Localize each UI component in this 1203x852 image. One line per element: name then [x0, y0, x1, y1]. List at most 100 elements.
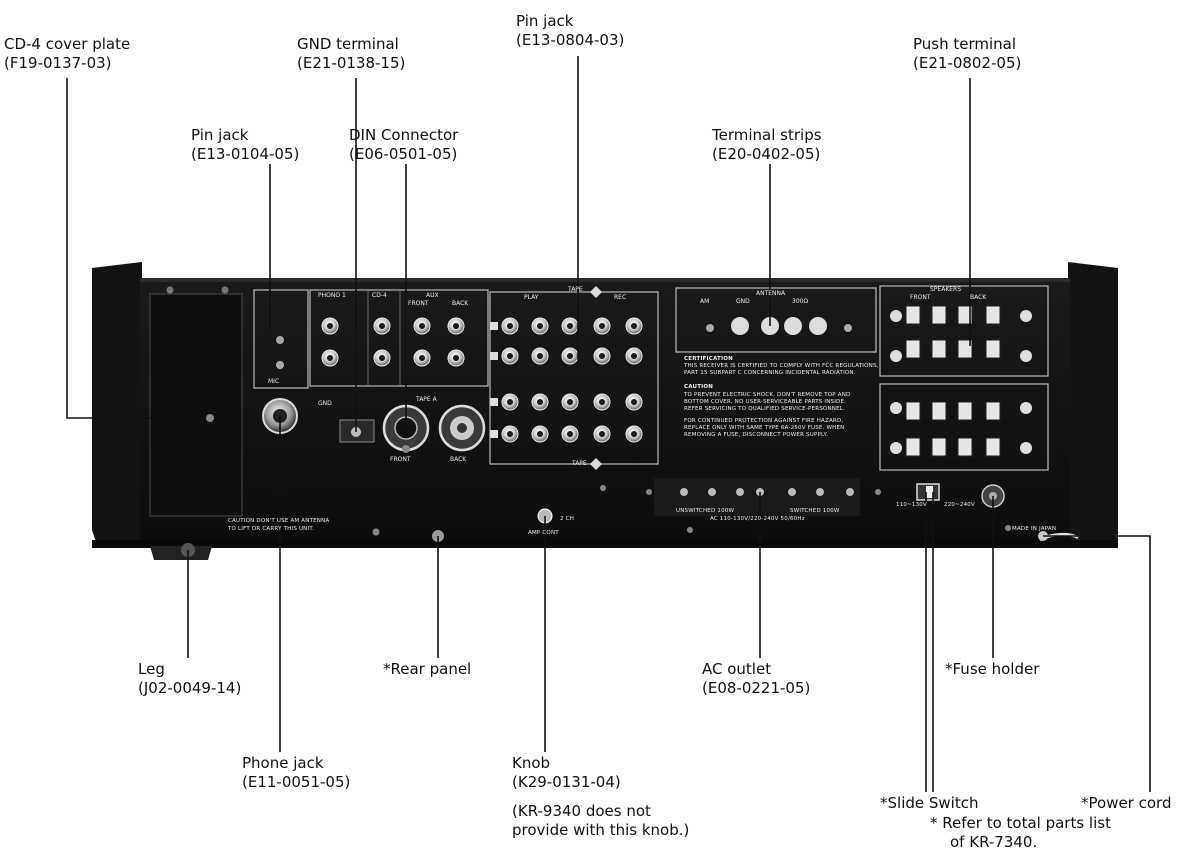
tape-pin-jack-hole: [630, 322, 638, 330]
speaker-push-terminal: [905, 305, 921, 325]
speaker-push-terminal: [931, 437, 947, 457]
tape-pin-jack-hole: [566, 430, 574, 438]
callout-push-terminal-name: Push terminal: [913, 35, 1017, 53]
callout-phone-jack: Phone jack (E11-0051-05): [242, 754, 350, 792]
speaker-post: [1020, 350, 1032, 362]
callout-cd4-cover: CD-4 cover plate (F19-0137-03): [4, 35, 130, 73]
callout-pin-jack-top-part: (E13-0804-03): [516, 31, 625, 49]
tape-pin-jack-hole: [536, 398, 544, 406]
tape-pin-jack-hole: [598, 352, 606, 360]
phono1-label: PHONO 1: [318, 292, 346, 299]
caution-line-3: REFER SERVICING TO QUALIFIED SERVICE-PER…: [684, 406, 845, 412]
aux-label: AUX: [426, 292, 439, 299]
speaker-push-terminals: [879, 285, 1049, 471]
sp-back-label: BACK: [970, 294, 987, 301]
ac-outlet-socket: [736, 488, 744, 496]
fire-line-2: REPLACE ONLY WITH SAME TYPE 6A-250V FUSE…: [684, 425, 845, 431]
callout-knob: Knob (K29-0131-04): [512, 754, 621, 792]
callout-din-connector-name: DIN Connector: [349, 126, 459, 144]
speaker-post: [890, 402, 902, 414]
callout-pin-jack-top-name: Pin jack: [516, 12, 574, 30]
callout-pin-jack-left-part: (E13-0104-05): [191, 145, 300, 163]
callout-push-terminal-part: (E21-0802-05): [913, 54, 1022, 72]
callout-phone-jack-part: (E11-0051-05): [242, 773, 351, 791]
callout-cd4-cover-part: (F19-0137-03): [4, 54, 112, 72]
callout-terminal-strips-name: Terminal strips: [712, 126, 822, 144]
phono-pin-jack-hole: [452, 354, 460, 362]
slide-switch-shape: [916, 483, 940, 501]
phono-pin-jack-hole: [418, 354, 426, 362]
callout-ac-outlet-name: AC outlet: [702, 660, 772, 678]
refer-note: * Refer to total parts list of KR-7340.: [930, 814, 1111, 852]
gnd-label: GND: [318, 400, 332, 407]
callout-knob-part: (K29-0131-04): [512, 773, 621, 791]
made-in-label: MADE IN JAPAN: [1012, 526, 1057, 532]
tape-pin-jack-hole: [506, 322, 514, 330]
speaker-push-terminal: [957, 305, 973, 325]
tape-bottom-label: TAPE: [572, 460, 587, 467]
callout-gnd-terminal: GND terminal (E21-0138-15): [297, 35, 405, 73]
tape-pin-jack-hole: [536, 322, 544, 330]
callout-leg-name: Leg: [138, 660, 165, 678]
tape-pin-jack-hole: [536, 352, 544, 360]
phono-pin-jack-hole: [418, 322, 426, 330]
callout-pin-jack-left: Pin jack (E13-0104-05): [191, 126, 299, 164]
cd4-label: CD-4: [372, 292, 387, 299]
knob-note-line-2: provide with this knob.): [512, 821, 690, 839]
cert-title: CERTIFICATION: [684, 356, 733, 362]
phono-pin-jack-hole: [378, 354, 386, 362]
ac-outlet-socket: [846, 488, 854, 496]
din-front-label: FRONT: [390, 456, 411, 463]
phono-pin-jack-hole: [378, 322, 386, 330]
fire-line-3: REMOVING A FUSE, DISCONNECT POWER SUPPLY…: [684, 432, 828, 438]
v110-label: 110~130V: [896, 502, 927, 508]
speaker-push-terminal: [905, 339, 921, 359]
tape-pin-jack-hole: [630, 398, 638, 406]
speaker-push-terminal: [985, 339, 1001, 359]
speaker-push-terminal: [985, 305, 1001, 325]
tape-pin-jack-hole: [566, 322, 574, 330]
callout-ac-outlet: AC outlet (E08-0221-05): [702, 660, 810, 698]
caution-line-1: TO PREVENT ELECTRIC SHOCK, DON'T REMOVE …: [684, 392, 851, 398]
gnd-terminal-shape: [339, 419, 375, 443]
gnd-ant-label: GND: [736, 298, 750, 305]
tape-pin-jack-hole: [536, 430, 544, 438]
ac-outlet-socket: [708, 488, 716, 496]
ch2-label: 2 CH: [560, 516, 575, 522]
v220-label: 220~240V: [944, 502, 975, 508]
speaker-push-terminal: [957, 339, 973, 359]
cert-line-2: PART 15 SUBPART C CONCERNING INCIDENTAL …: [684, 370, 856, 376]
antenna-caution-1: CAUTION DON'T USE AM ANTENNA: [228, 518, 330, 524]
cert-line-1: THIS RECEIVER IS CERTIFIED TO COMPLY WIT…: [684, 363, 879, 369]
callout-lines: [66, 56, 1151, 792]
callout-gnd-terminal-name: GND terminal: [297, 35, 399, 53]
tape-pin-jack-hole: [598, 322, 606, 330]
speaker-post: [890, 310, 902, 322]
callout-din-connector: DIN Connector (E06-0501-05): [349, 126, 458, 164]
speaker-push-terminal: [931, 339, 947, 359]
tape-pin-jack-hole: [598, 398, 606, 406]
speaker-push-terminal: [931, 305, 947, 325]
unswitched-label: UNSWITCHED 100W: [676, 508, 735, 514]
tape-pin-jack-hole: [506, 352, 514, 360]
antenna-caution-2: TO LIFT OR CARRY THIS UNIT.: [228, 526, 315, 532]
tape-pin-jack-hole: [506, 398, 514, 406]
caution-title: CAUTION: [684, 384, 714, 390]
speaker-push-terminal: [985, 401, 1001, 421]
amp-cont-label: AMP CONT: [528, 530, 559, 536]
callout-power-cord: *Power cord: [1081, 794, 1171, 813]
callout-gnd-terminal-part: (E21-0138-15): [297, 54, 406, 72]
callout-rear-panel: *Rear panel: [383, 660, 471, 679]
tape-pin-jack-hole: [566, 398, 574, 406]
speaker-push-terminal: [957, 437, 973, 457]
callout-slide-switch-name: *Slide Switch: [880, 794, 979, 812]
refer-note-line-1: * Refer to total parts list: [930, 814, 1111, 832]
callout-slide-switch: *Slide Switch: [880, 794, 978, 813]
ac-outlet-socket: [816, 488, 824, 496]
speaker-push-terminal: [985, 437, 1001, 457]
tape-pin-jack-hole: [630, 430, 638, 438]
antenna-label: ANTENNA: [756, 290, 786, 297]
ohm300-label: 300Ω: [792, 298, 809, 305]
callout-fuse-holder-name: *Fuse holder: [945, 660, 1040, 678]
tape-pin-jack-hole: [566, 352, 574, 360]
